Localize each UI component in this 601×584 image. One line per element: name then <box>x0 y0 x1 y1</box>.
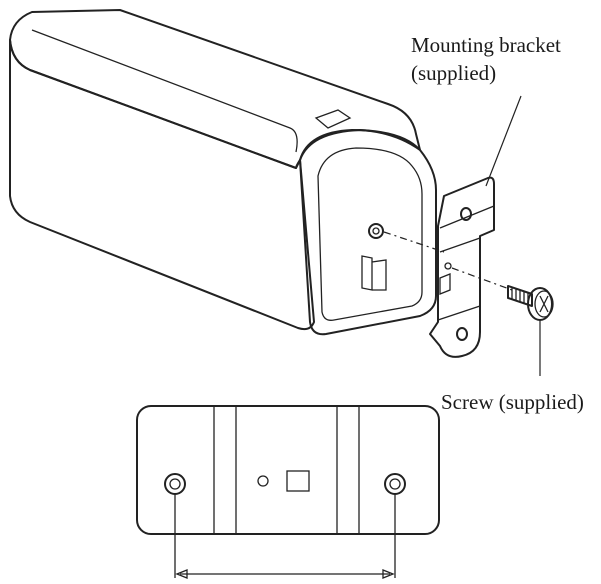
screw-label: Screw (supplied) <box>441 390 584 414</box>
mounting-bracket-supplied-label: (supplied) <box>411 61 497 85</box>
speaker-front-face <box>9 39 315 331</box>
bracket-bottom-hole <box>456 327 468 341</box>
screw-dash-line <box>451 267 513 291</box>
detail-square-hole <box>286 470 310 492</box>
speaker-end-cap <box>299 129 437 336</box>
bracket-center-hole <box>444 262 452 270</box>
detail-right-hole <box>384 473 406 495</box>
screw-icon <box>507 285 554 321</box>
mounting-bracket-label: Mounting bracket <box>411 33 561 57</box>
bracket-plate <box>429 176 495 358</box>
speaker-top-edge <box>31 29 298 153</box>
speaker-top-tab <box>314 109 352 129</box>
bracket-leader-line <box>485 95 522 187</box>
detail-plate <box>136 405 440 535</box>
keyhole-icon <box>368 223 384 239</box>
bracket-square-hole <box>439 273 451 295</box>
speaker-end-cap-inner <box>317 147 423 321</box>
mounting-bracket <box>429 176 495 358</box>
speaker-body <box>9 9 437 336</box>
bracket-top-hole <box>460 207 472 221</box>
detail-left-hole <box>164 473 186 495</box>
bracket-detail-front-view <box>136 405 440 579</box>
speaker-top-face <box>9 9 421 169</box>
terminal-slot <box>361 255 387 291</box>
alignment-dash-line <box>383 231 445 253</box>
detail-center-hole <box>257 475 269 487</box>
